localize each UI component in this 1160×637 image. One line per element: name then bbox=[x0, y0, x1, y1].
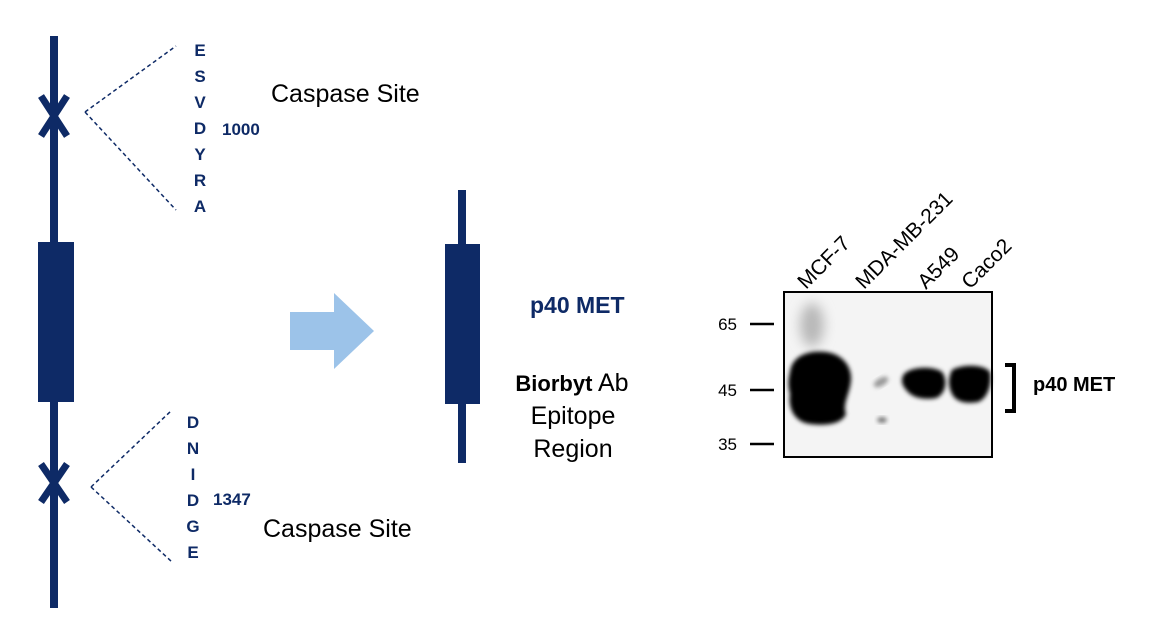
lane-label: Caco2 bbox=[957, 234, 1016, 293]
band-smear bbox=[800, 303, 824, 347]
p40-met-title: p40 MET bbox=[530, 292, 625, 318]
p40-fragment bbox=[445, 190, 480, 463]
residue-position-1347: 1347 bbox=[213, 490, 251, 509]
residue: Y bbox=[194, 145, 206, 164]
blot-bands bbox=[788, 303, 991, 425]
caspase-site-2-label: Caspase Site bbox=[263, 515, 412, 543]
western-blot: MCF-7 MDA-MB-231 A549 Caco2 65 45 35 bbox=[718, 187, 1115, 458]
band-caco2 bbox=[949, 365, 991, 403]
fragment-domain-block bbox=[445, 244, 480, 404]
band-a549 bbox=[901, 367, 946, 399]
residue: A bbox=[194, 197, 206, 216]
zoom-lines-site-1 bbox=[84, 45, 177, 211]
residue-position-1000: 1000 bbox=[222, 120, 260, 139]
caspase-site-2-sequence: D N I D G E bbox=[186, 413, 199, 562]
residue: N bbox=[187, 439, 199, 458]
met-domain-block bbox=[38, 242, 74, 402]
epitope-line-3: Region bbox=[533, 435, 612, 463]
lane-label: MCF-7 bbox=[793, 232, 855, 294]
residue: V bbox=[194, 93, 206, 112]
residue: D bbox=[187, 491, 199, 510]
band-mda-faint bbox=[873, 376, 889, 388]
epitope-line-1: Biorbyt Ab bbox=[515, 369, 628, 397]
mw-marker-label: 35 bbox=[718, 435, 737, 454]
met-stick-top bbox=[50, 36, 58, 246]
residue: E bbox=[187, 543, 198, 562]
right-arrow-icon bbox=[290, 293, 374, 369]
residue: D bbox=[194, 119, 206, 138]
cleavage-mark-1347 bbox=[38, 462, 70, 504]
epitope-line-2: Epitope bbox=[531, 402, 616, 430]
lane-labels: MCF-7 MDA-MB-231 A549 Caco2 bbox=[793, 187, 1016, 293]
residue: R bbox=[194, 171, 206, 190]
brand-name: Biorbyt bbox=[515, 371, 593, 396]
cleavage-mark-1000 bbox=[38, 94, 70, 138]
antibody-suffix: Ab bbox=[592, 369, 628, 397]
residue: G bbox=[186, 517, 199, 536]
mw-marker-label: 65 bbox=[718, 315, 737, 334]
fragment-stick-top bbox=[458, 190, 466, 250]
residue: D bbox=[187, 413, 199, 432]
residue: E bbox=[194, 41, 205, 60]
band-mcf7 bbox=[788, 351, 852, 425]
residue: I bbox=[191, 465, 196, 484]
full-length-met: E S V D Y R A 1000 Caspase Site D N I D … bbox=[38, 36, 420, 608]
band-label-p40-met: p40 MET bbox=[1033, 374, 1115, 396]
band-bracket bbox=[1005, 363, 1016, 413]
lane-label: A549 bbox=[913, 243, 964, 294]
residue: S bbox=[194, 67, 205, 86]
molecular-weight-markers: 65 45 35 bbox=[718, 315, 774, 454]
fragment-stick-bottom bbox=[458, 400, 466, 463]
band-mda-spot bbox=[877, 417, 887, 423]
mw-marker-label: 45 bbox=[718, 381, 737, 400]
met-stick-bottom bbox=[50, 398, 58, 608]
zoom-lines-site-2 bbox=[90, 409, 173, 563]
caspase-site-1-sequence: E S V D Y R A bbox=[194, 41, 206, 216]
caspase-site-1-label: Caspase Site bbox=[271, 80, 420, 108]
epitope-label: Biorbyt Ab Epitope Region bbox=[515, 369, 628, 463]
